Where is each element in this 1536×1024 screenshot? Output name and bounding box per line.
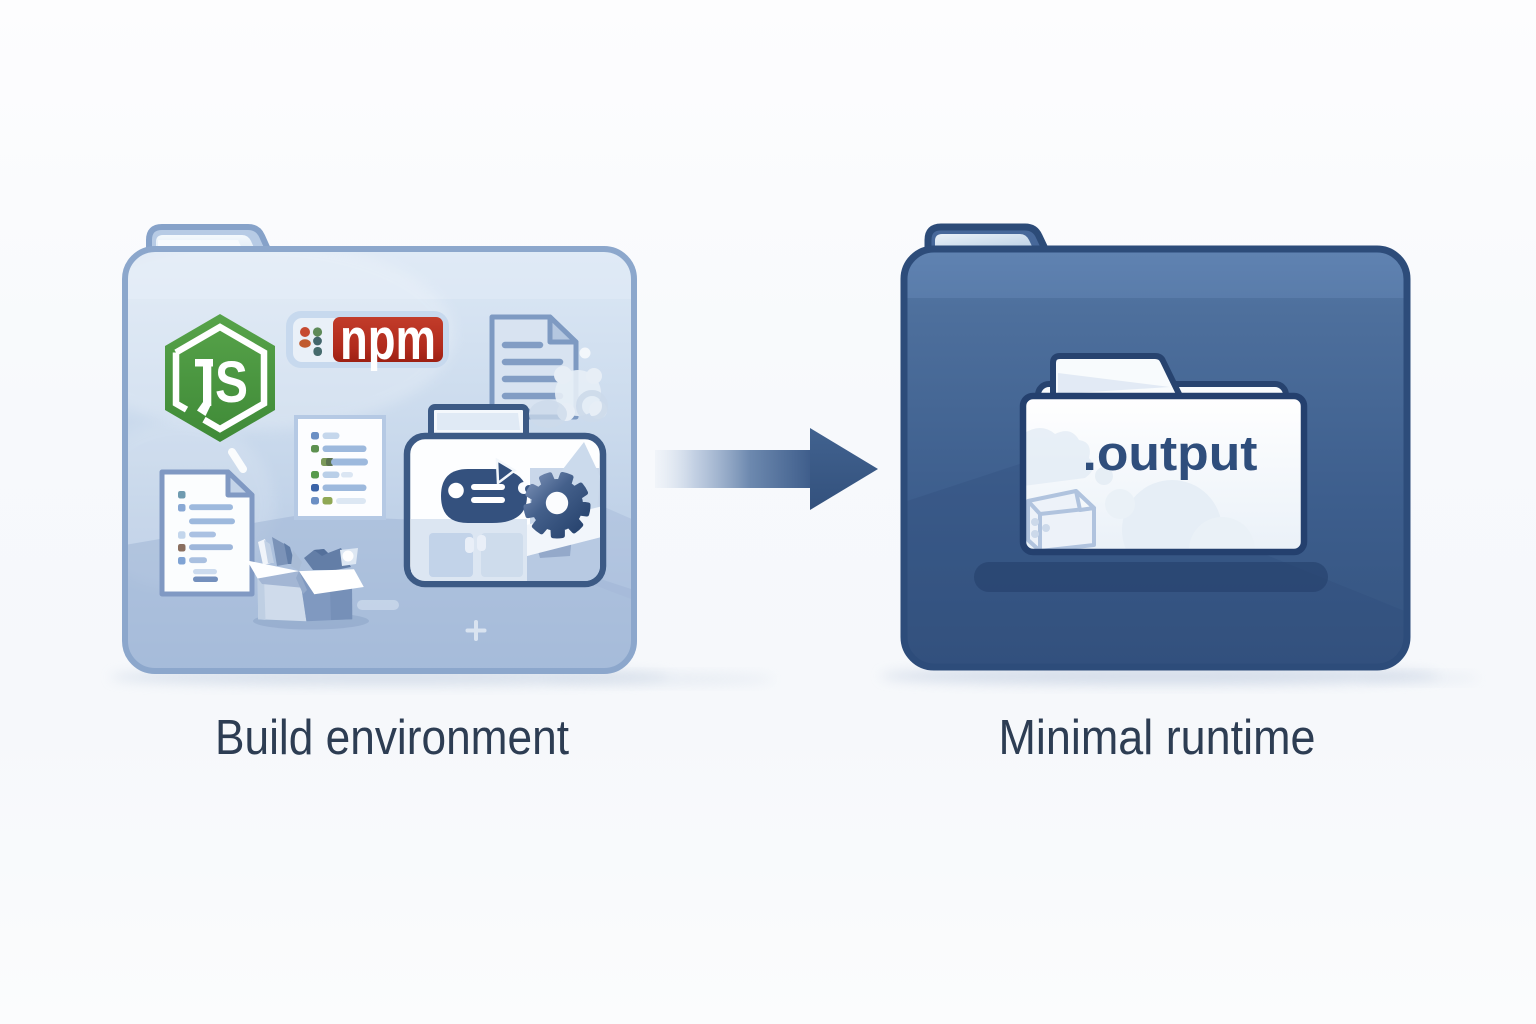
svg-text:npm: npm [340, 307, 436, 372]
svg-text:S: S [215, 350, 248, 415]
svg-text:Minimal runtime: Minimal runtime [999, 711, 1316, 765]
svg-text:Build environment: Build environment [215, 711, 569, 765]
svg-text:.output: .output [1083, 427, 1258, 481]
